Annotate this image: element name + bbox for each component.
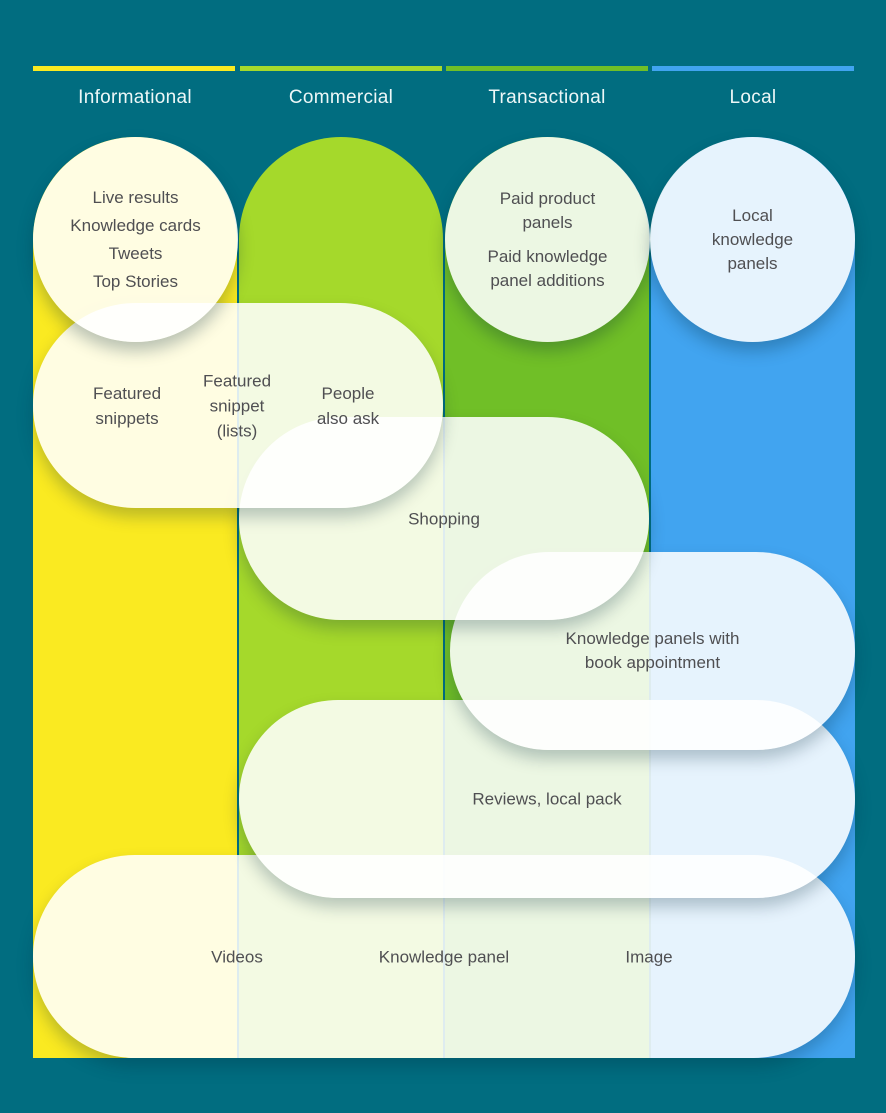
informational-column-bar: [33, 66, 235, 71]
transactional-features-bubble: Paid product panels Paid knowledge panel…: [445, 137, 650, 342]
local-column-bar: [652, 66, 854, 71]
feature-tweets: Tweets: [108, 243, 163, 263]
column-header-commercial: Commercial: [288, 87, 394, 108]
column-header-transactional: Transactional: [488, 87, 606, 108]
column-header-informational: Informational: [78, 87, 192, 108]
transactional-column-bar: [446, 66, 648, 71]
feature-local-knowledge-panels: Local knowledge panels: [711, 205, 794, 273]
feature-shopping: Shopping: [408, 509, 480, 528]
feature-image: Image: [625, 947, 673, 966]
feature-live-results: Live results: [92, 187, 179, 207]
feature-featured-snippet-lists: Featured snippet (lists): [202, 371, 272, 440]
feature-knowledge-panels-book-appointment: Knowledge panels with book appointment: [565, 629, 740, 672]
feature-people-also-ask: People also ask: [316, 383, 380, 428]
local-features-bubble: Local knowledge panels: [650, 137, 855, 342]
feature-top-stories: Top Stories: [92, 271, 179, 291]
feature-paid-knowledge-panel-additions: Paid knowledge panel additions: [487, 246, 608, 290]
feature-paid-product-panels: Paid product panels: [499, 188, 596, 232]
feature-featured-snippets: Featured snippets: [92, 383, 162, 428]
feature-videos: Videos: [211, 947, 263, 966]
featured-snippets-pill: Featured snippets Featured snippet (list…: [33, 303, 443, 508]
feature-knowledge-panel: Knowledge panel: [378, 947, 510, 966]
feature-knowledge-cards: Knowledge cards: [70, 215, 201, 235]
feature-reviews-local-pack: Reviews, local pack: [472, 789, 622, 809]
commercial-column-bar: [240, 66, 442, 71]
informational-features-bubble: Live results Knowledge cards Tweets Top …: [33, 137, 238, 342]
column-header-local: Local: [729, 87, 777, 108]
